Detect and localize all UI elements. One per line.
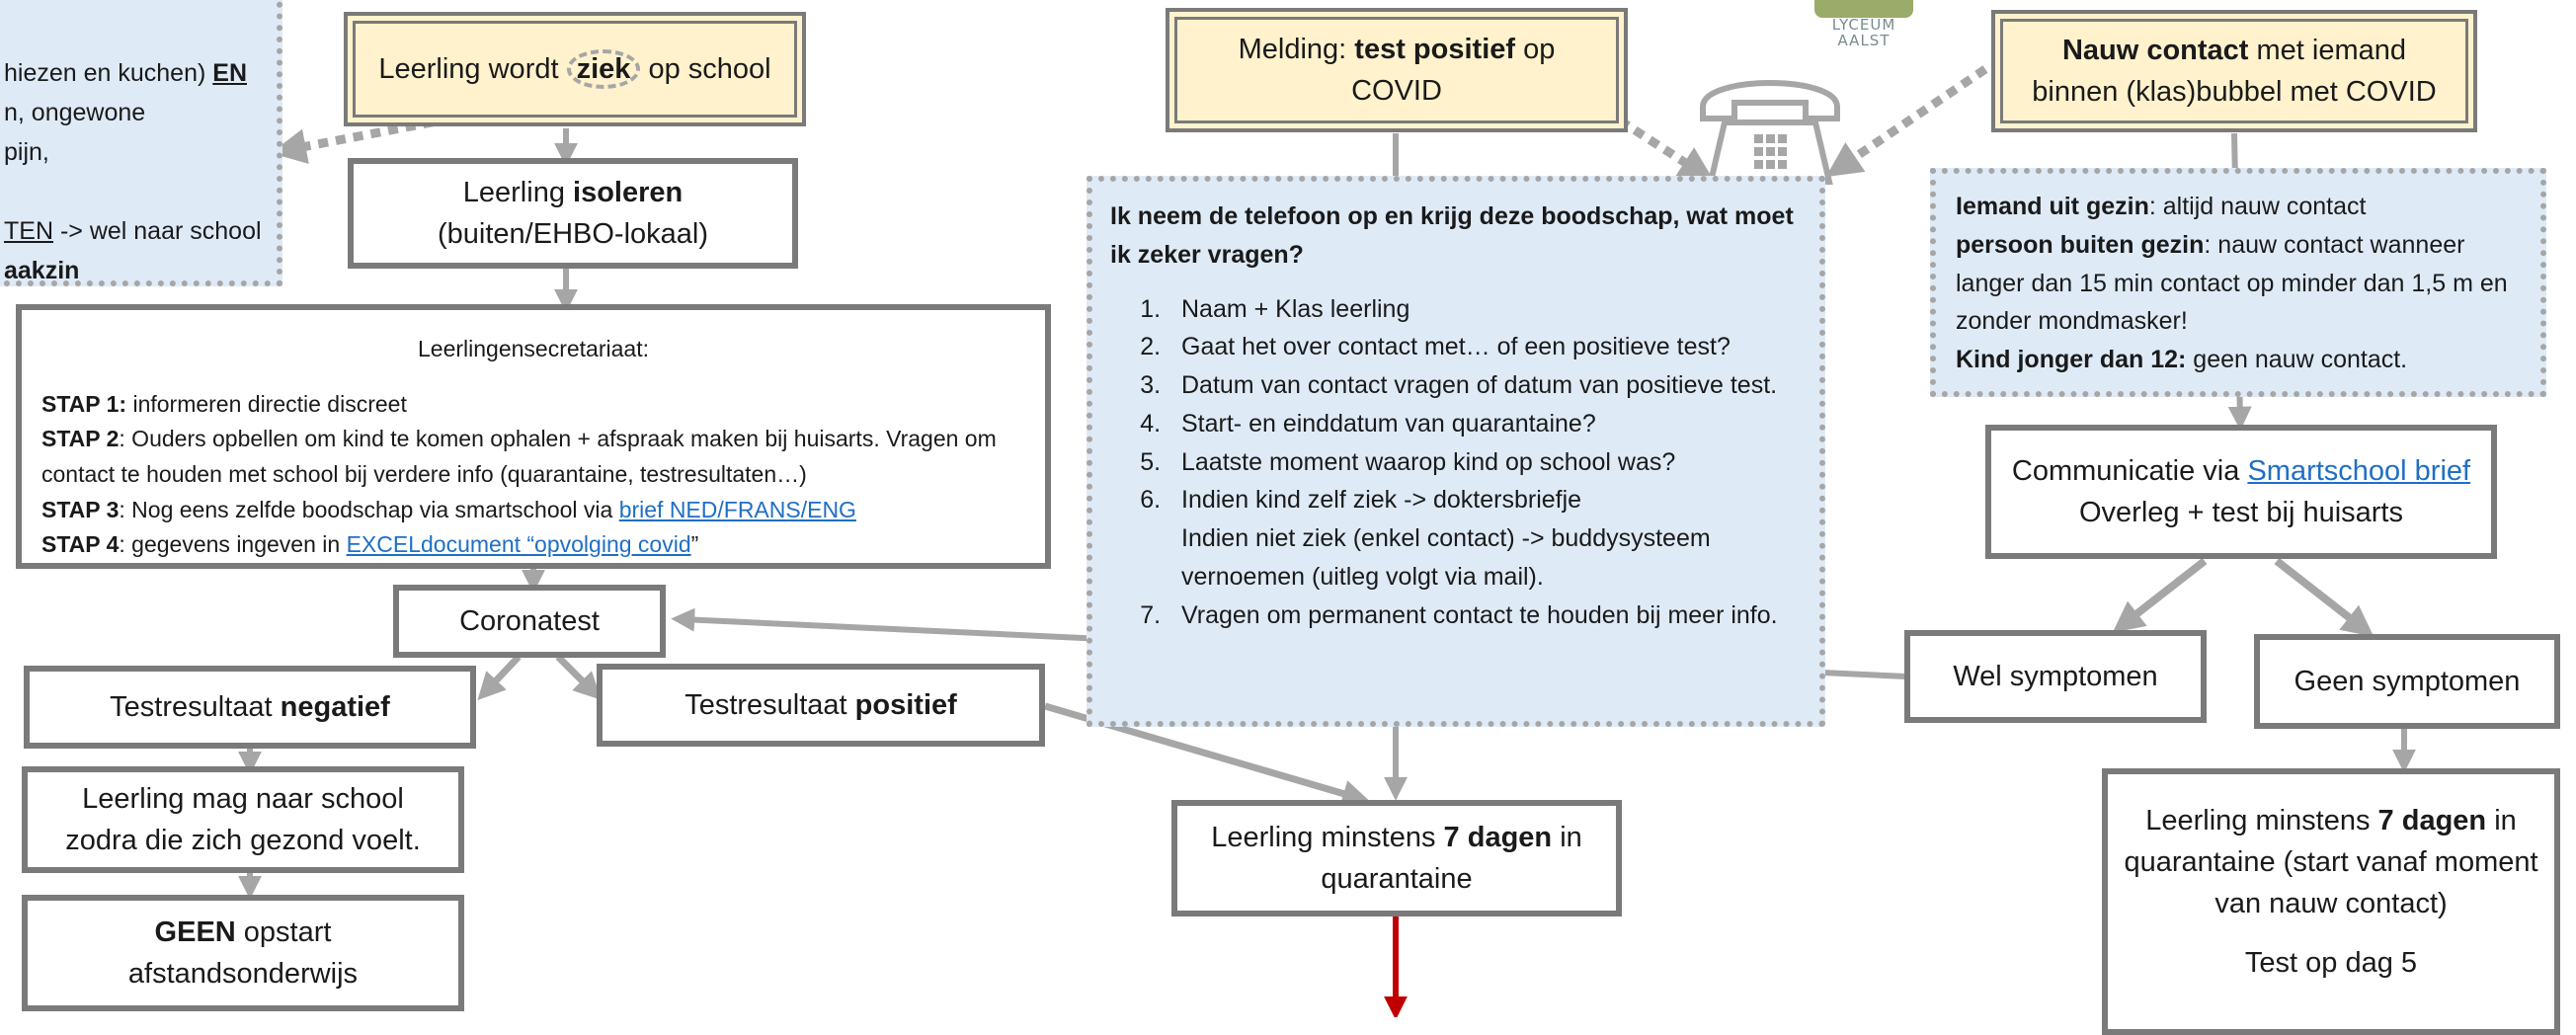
- symptoms-note: hiezen en kuchen) EN n, ongewone pijn, T…: [0, 0, 282, 286]
- box-quarantaine-rechts: Leerling minstens 7 dagen in quarantaine…: [2102, 768, 2560, 1035]
- box-melding-test-positief: Melding: test positief op COVID: [1166, 8, 1628, 132]
- link-smartschool-brief[interactable]: Smartschool brief: [2247, 454, 2471, 487]
- checklist-item: Datum van contact vragen of datum van po…: [1167, 366, 1796, 405]
- dotted-connector-contact-to-phone: [1825, 65, 1988, 178]
- checklist-item: Gaat het over contact met… of een positi…: [1167, 328, 1796, 366]
- phone-call-checklist: Ik neem de telefoon op en krijg deze boo…: [1087, 176, 1825, 727]
- checklist-item: Naam + Klas leerling: [1167, 290, 1796, 329]
- dotted-connector-melding-to-phone: [1617, 117, 1715, 182]
- checklist-item: Vragen om permanent contact te houden bi…: [1167, 597, 1796, 635]
- link-brief-ned-frans-eng[interactable]: brief NED/FRANS/ENG: [618, 496, 856, 522]
- checklist: Naam + Klas leerling Gaat het over conta…: [1110, 290, 1796, 635]
- checklist-item: Indien kind zelf ziek -> doktersbriefjeI…: [1167, 481, 1796, 596]
- lyceum-aalst-logo: LYCEUM AALST: [1811, 0, 1917, 51]
- box-leerling-ziek: Leerling wordt ziek op school: [344, 12, 806, 126]
- telephone-icon: [1700, 80, 1840, 185]
- box-leerlingensecretariaat: Leerlingensecretariaat: STAP 1: informer…: [16, 304, 1051, 569]
- box-coronatest: Coronatest: [393, 585, 666, 658]
- box-geen-symptomen: Geen symptomen: [2254, 634, 2560, 729]
- arrow-coronatest-to-positief: [555, 654, 602, 700]
- arrow-communicatie-to-geen: [2274, 557, 2375, 637]
- arrow-communicatie-to-wel: [2112, 557, 2208, 633]
- box-wel-symptomen: Wel symptomen: [1904, 630, 2207, 723]
- box-communicatie: Communicatie via Smartschool brief Overl…: [1985, 425, 2497, 559]
- box-leerling-isoleren: Leerling isoleren (buiten/EHBO-lokaal): [348, 158, 798, 269]
- box-testresultaat-negatief: Testresultaat negatief: [24, 666, 476, 749]
- nauw-contact-definition: Iemand uit gezin: altijd nauw contact pe…: [1930, 168, 2546, 397]
- checklist-item: Start- en einddatum van quarantaine?: [1167, 405, 1796, 443]
- box-leerling-naar-school: Leerling mag naar school zodra die zich …: [22, 766, 464, 873]
- link-excel-opvolging-covid[interactable]: EXCELdocument “opvolging covid: [346, 531, 691, 558]
- box-testresultaat-positief: Testresultaat positief: [597, 664, 1045, 747]
- box-nauw-contact: Nauw contact met iemand binnen (klas)bub…: [1991, 10, 2477, 132]
- box-geen-opstart: GEEN opstart afstandsonderwijs: [22, 895, 464, 1011]
- checklist-item: Laatste moment waarop kind op school was…: [1167, 443, 1796, 482]
- box-quarantaine-midden: Leerling minstens 7 dagen in quarantaine: [1171, 800, 1622, 916]
- arrow-coronatest-to-negatief: [477, 654, 522, 701]
